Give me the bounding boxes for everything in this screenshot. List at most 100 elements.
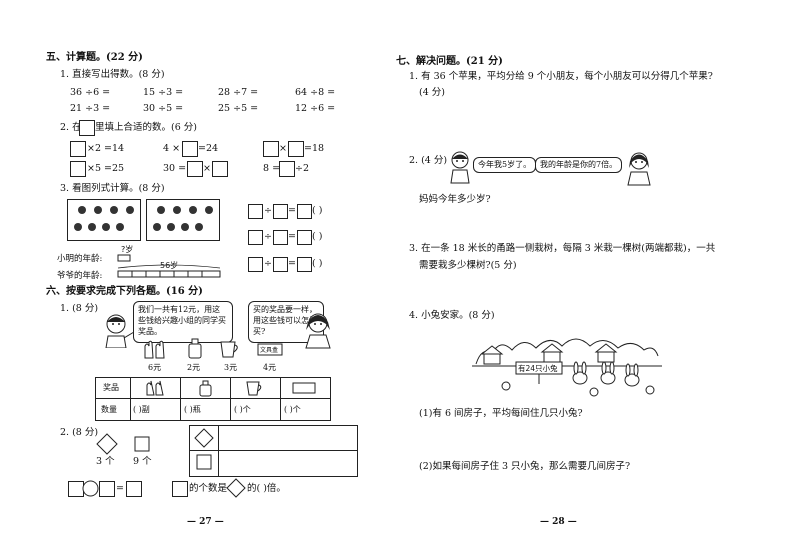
equation: × <box>203 163 211 174</box>
bottle-icon <box>188 338 202 359</box>
speech-bubble: 我们一共有12元，用这些钱给兴趣小组的同学买奖品。 <box>133 301 233 343</box>
count-label: 3 个 <box>96 456 115 467</box>
calc-item: 28 ÷7 = <box>218 87 259 98</box>
picture-box-2 <box>146 199 220 241</box>
page-number-left: — 27 — <box>187 517 224 527</box>
pencil-box-icon <box>292 382 316 394</box>
q7-4-sub2: (2)如果每间房子住 3 只小兔，那么需要几间房子? <box>419 461 631 472</box>
yeye-age-label: 爷爷的年龄: <box>57 271 103 281</box>
gloves-icon <box>144 340 165 359</box>
paren: ( ) <box>312 205 323 216</box>
cup-icon <box>246 381 262 396</box>
equation: ×5 =25 <box>87 163 125 174</box>
qty-cell[interactable]: ( )个 <box>234 405 251 414</box>
q7-1-text: 1. 有 36 个苹果，平均分给 9 个小朋友，每个小朋友可以分得几个苹果? <box>409 71 713 82</box>
price-label: 3元 <box>224 363 238 372</box>
answer-box[interactable] <box>297 257 312 272</box>
answer-box[interactable] <box>273 257 288 272</box>
paren: ( ) <box>312 231 323 242</box>
section-5-title: 五、计算题。(22 分) <box>46 52 143 63</box>
answer-box[interactable] <box>126 481 142 497</box>
answer-box[interactable] <box>248 204 263 219</box>
q7-3-line1: 3. 在一条 18 米长的甬路一侧栽树，每隔 3 米栽一棵树(两端都栽)，一共 <box>409 243 716 254</box>
square-icon <box>196 454 212 470</box>
text-count-is: 的个数是 <box>189 483 228 494</box>
q7-3-line2: 需要栽多少棵树?(5 分) <box>419 260 517 271</box>
q7-2-question: 妈妈今年多少岁? <box>419 194 491 205</box>
animal-group-icon <box>74 206 134 231</box>
q5-2-label-a: 2. 在 <box>60 122 82 133</box>
price-label: 2元 <box>187 363 201 372</box>
question-age-label: ?岁 <box>121 245 134 254</box>
cup-icon <box>220 341 238 358</box>
answer-box[interactable] <box>288 141 304 157</box>
mother-figure-icon <box>627 152 651 186</box>
q5-1-label: 1. 直接写出得数。(8 分) <box>60 69 165 80</box>
section-7-title: 七、解决问题。(21 分) <box>396 56 503 67</box>
comparison-box <box>189 425 358 477</box>
answer-box[interactable] <box>70 161 86 177</box>
q6-1-label: 1. (8 分) <box>60 303 99 314</box>
rabbit-sign: 有24只小兔 <box>518 364 558 373</box>
qty-cell[interactable]: ( )个 <box>284 405 301 414</box>
qty-cell[interactable]: ( )瓶 <box>184 405 201 414</box>
diamond-icon <box>194 428 214 448</box>
count-label: 9 个 <box>133 456 152 467</box>
price-label: 6元 <box>148 363 162 372</box>
price-label: 4元 <box>263 363 277 372</box>
equals-sign: = <box>116 483 124 494</box>
answer-box[interactable] <box>273 230 288 245</box>
answer-box[interactable] <box>248 230 263 245</box>
calc-item: 21 ÷3 = <box>70 103 111 114</box>
q6-2-label: 2. (8 分) <box>60 427 99 438</box>
equation: 30 = <box>163 163 187 174</box>
table-header: 奖品 <box>103 383 119 392</box>
child-figure-icon <box>450 151 470 184</box>
pencil-box-label: 文具盒 <box>260 347 279 354</box>
q7-1-score: (4 分) <box>419 87 445 98</box>
diamond-icon <box>96 433 118 455</box>
equation: =18 <box>304 143 325 154</box>
answer-box[interactable] <box>248 257 263 272</box>
bottle-icon <box>199 380 212 397</box>
prize-table: 奖品 数量 ( )副 ( )瓶 ( )个 ( )个 <box>95 377 331 421</box>
answer-box[interactable] <box>279 161 295 177</box>
picture-box-1 <box>67 199 141 241</box>
answer-box[interactable] <box>297 204 312 219</box>
answer-box[interactable] <box>187 161 203 177</box>
calc-item: 30 ÷5 = <box>143 103 184 114</box>
rabbit-scene <box>472 338 662 397</box>
q5-2-label-b: 里填上合适的数。(6 分) <box>95 122 197 133</box>
equation: ÷2 <box>295 163 310 174</box>
animal-group-icon <box>153 206 213 231</box>
answer-box[interactable] <box>70 141 86 157</box>
calc-item: 64 ÷8 = <box>295 87 336 98</box>
q7-4-label: 4. 小兔安家。(8 分) <box>409 310 495 321</box>
answer-box[interactable] <box>182 141 198 157</box>
calc-item: 25 ÷5 = <box>218 103 259 114</box>
q5-3-label: 3. 看图列式计算。(8 分) <box>60 183 165 194</box>
diamond-icon <box>226 478 246 498</box>
calc-item: 15 ÷3 = <box>143 87 184 98</box>
equation: 4 × <box>163 143 181 154</box>
answer-box[interactable] <box>79 120 95 136</box>
equation: ×2 =14 <box>87 143 125 154</box>
answer-box[interactable] <box>212 161 228 177</box>
q7-4-sub1: (1)有 6 间房子，平均每间住几只小兔? <box>419 408 583 419</box>
section-6-title: 六、按要求完成下列各题。(16 分) <box>46 286 203 297</box>
qty-cell[interactable]: ( )副 <box>133 405 150 414</box>
q7-2-label: 2. (4 分) <box>409 155 448 166</box>
answer-box[interactable] <box>99 481 115 497</box>
equation: 8 = <box>263 163 281 174</box>
calc-item: 36 ÷6 = <box>70 87 111 98</box>
segment-diagram <box>117 254 221 278</box>
answer-box[interactable] <box>263 141 279 157</box>
xiaoming-age-label: 小明的年龄: <box>57 254 103 264</box>
answer-box[interactable] <box>273 204 288 219</box>
page-number-right: — 28 — <box>540 517 577 527</box>
answer-box[interactable] <box>297 230 312 245</box>
speech-bubble: 今年我5岁了。 <box>473 157 537 173</box>
boy-figure-icon <box>105 314 135 348</box>
pencil-box-icon <box>257 343 283 356</box>
calc-item: 12 ÷6 = <box>295 103 336 114</box>
